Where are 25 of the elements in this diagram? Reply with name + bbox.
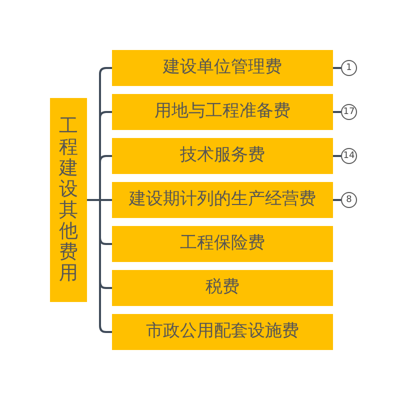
cost-item-box — [112, 270, 333, 306]
cost-item-box — [112, 182, 333, 218]
cost-item-label: 税费 — [206, 277, 240, 299]
cost-item-label: 技术服务费 — [180, 145, 265, 167]
cost-item-label: 市政公用配套设施费 — [146, 321, 299, 343]
cost-item-label: 建设期计列的生产经营费 — [129, 189, 316, 211]
cost-item-box — [112, 314, 333, 350]
callout-number: 1 — [341, 60, 357, 76]
cost-item-box — [112, 226, 333, 262]
connector-line — [333, 155, 341, 157]
cost-item-box — [112, 138, 333, 174]
cost-item-label: 用地与工程准备费 — [154, 101, 290, 123]
category-label: 工程建设其他费用 — [59, 116, 78, 284]
cost-item-box — [112, 50, 333, 86]
connector-line — [333, 67, 341, 69]
connector-line — [333, 111, 341, 113]
cost-item-label: 建设单位管理费 — [163, 57, 282, 79]
cost-item-box — [112, 94, 333, 130]
category-box — [50, 98, 87, 302]
callout-number: 8 — [341, 192, 357, 208]
cost-item-label: 工程保险费 — [180, 233, 265, 255]
connector-line — [333, 199, 341, 201]
connector-line — [87, 199, 112, 333]
callout-number: 14 — [341, 148, 357, 164]
callout-number: 17 — [341, 104, 357, 120]
